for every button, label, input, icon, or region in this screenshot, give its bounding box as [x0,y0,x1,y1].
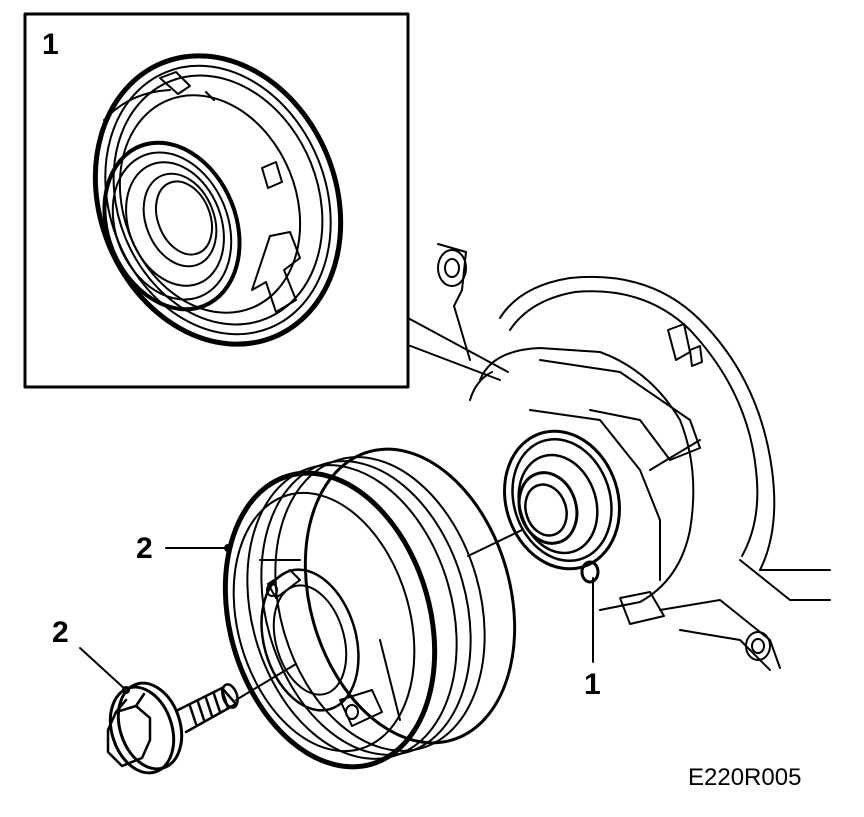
inset-frame [23,12,410,389]
bolt [106,681,239,775]
inset-seal-drawing [92,53,344,347]
pulley-assembly [222,447,523,770]
figure-code: E220R005 [688,764,802,791]
callout-pulley: 2 [136,532,153,565]
inset-detail [23,12,509,389]
compressor-housing [437,243,831,671]
callout-leaders [79,544,594,694]
callout-bolt: 2 [52,616,69,649]
inset-callout-1: 1 [42,28,59,61]
leader-bolt [79,647,127,691]
callout-seal: 1 [584,668,601,701]
shaft-seal [503,429,621,584]
inset-leader-line [407,317,509,381]
